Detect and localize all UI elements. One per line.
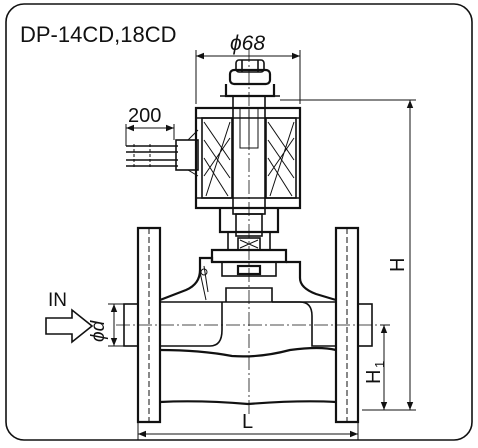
solenoid-coil — [194, 95, 302, 215]
height-total-label: H — [387, 258, 409, 272]
wire-length-label: 200 — [128, 105, 161, 127]
dimension-length: L — [137, 411, 359, 440]
height-centerline-subscript: 1 — [372, 361, 387, 368]
inlet-label: IN — [48, 290, 67, 311]
dimension-height-total: H — [280, 99, 416, 411]
dimension-wire-length: 200 — [125, 105, 175, 146]
dimension-phi68: ϕ68 — [195, 32, 301, 104]
phi68-label: ϕ68 — [230, 32, 265, 55]
lead-wires — [126, 129, 199, 177]
model-title: DP-14CD,18CD — [20, 22, 177, 47]
dimension-height-centerline: H 1 — [363, 324, 390, 410]
dimension-inlet-diameter: ϕd — [88, 303, 124, 347]
top-cap — [220, 59, 280, 98]
drawing-frame — [5, 3, 473, 441]
length-label: L — [242, 411, 253, 433]
height-centerline-label: H — [363, 370, 385, 384]
valve-body — [136, 226, 360, 424]
inlet-flow-arrow: IN — [45, 290, 94, 344]
inlet-diameter-label: ϕd — [88, 319, 109, 342]
